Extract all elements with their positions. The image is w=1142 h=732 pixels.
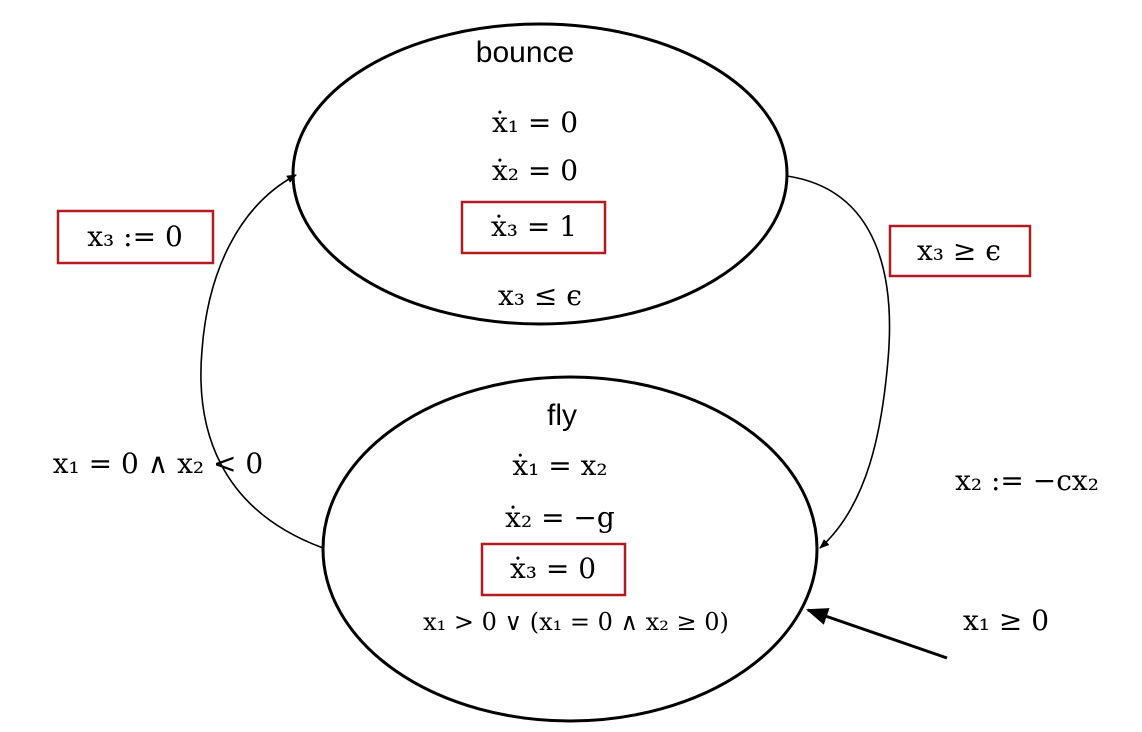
bounce-flow-x3-highlight — [460, 200, 607, 255]
state-bounce — [291, 22, 789, 326]
state-bounce-title: bounce — [476, 36, 574, 69]
fly-flow-x3: ẋ₃ = 0 — [510, 552, 596, 585]
fly-to-bounce-reset: x₃ := 0 — [87, 220, 183, 253]
bounce-flow-x3: ẋ₃ = 1 — [491, 210, 577, 243]
fly-invariant: x₁ > 0 ∨ (x₁ = 0 ∧ x₂ ≥ 0) — [423, 608, 729, 636]
reset-x3-highlight — [56, 209, 215, 265]
initial-condition: x₁ ≥ 0 — [963, 604, 1049, 637]
edge-fly-to-bounce — [200, 174, 324, 549]
fly-flow-x3-highlight — [480, 542, 627, 597]
bounce-flow-x2: ẋ₂ = 0 — [492, 154, 578, 187]
bounce-flow-x1: ẋ₁ = 0 — [492, 106, 578, 139]
fly-to-bounce-guard: x₁ = 0 ∧ x₂ < 0 — [53, 447, 263, 480]
state-fly-title: fly — [547, 399, 577, 432]
initial-arrow — [805, 608, 948, 660]
fly-flow-x2: ẋ₂ = −g — [505, 501, 615, 534]
edge-bounce-to-fly — [786, 175, 891, 549]
bounce-to-fly-reset: x₂ := −cx₂ — [955, 464, 1099, 497]
bounce-to-fly-guard: x₃ ≥ ϵ — [917, 234, 1001, 267]
bounce-invariant: x₃ ≤ ϵ — [498, 279, 582, 312]
guard-x3-highlight — [888, 224, 1032, 278]
state-fly — [321, 375, 819, 723]
fly-flow-x1: ẋ₁ = x₂ — [512, 449, 607, 482]
